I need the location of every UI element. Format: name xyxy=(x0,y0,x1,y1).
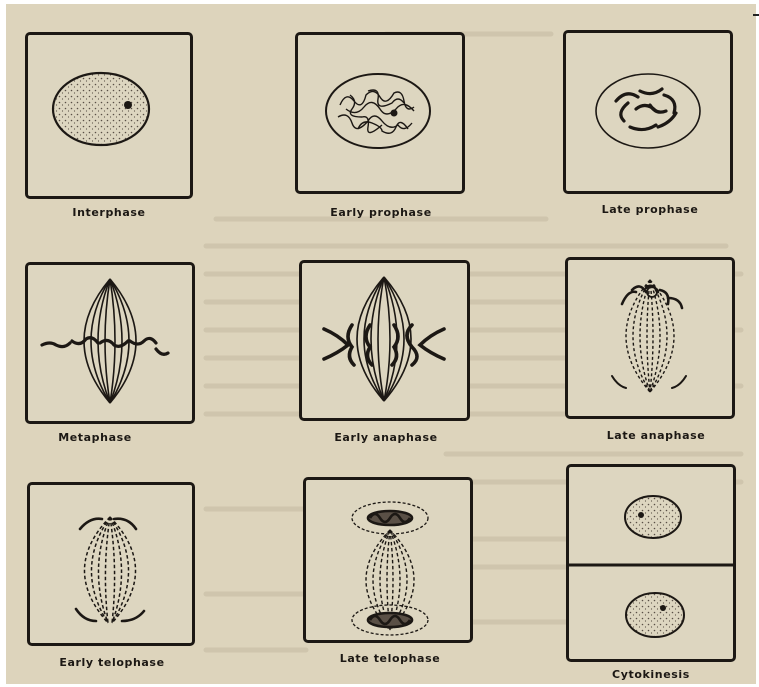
late-prophase-drawing xyxy=(566,33,730,191)
top-chromatin-mass xyxy=(368,511,412,525)
stage-metaphase-panel xyxy=(25,262,195,424)
stage-label-cytokinesis: Cytokinesis xyxy=(571,668,731,681)
late-anaphase-drawing xyxy=(568,260,732,416)
early-anaphase-drawing xyxy=(302,263,467,418)
separating-chromatids xyxy=(324,325,444,365)
edge-mark xyxy=(753,14,759,16)
stage-label-late-anaphase: Late anaphase xyxy=(576,429,736,442)
stage-late-telophase-panel xyxy=(303,477,473,643)
nucleolus xyxy=(124,101,132,109)
stage-label-early-anaphase: Early anaphase xyxy=(306,431,466,444)
spindle-fibers xyxy=(84,517,135,623)
late-telophase-drawing xyxy=(306,480,470,640)
cell-membrane xyxy=(53,73,149,145)
early-telophase-drawing xyxy=(30,485,192,643)
stage-label-early-telophase: Early telophase xyxy=(32,656,192,669)
stage-label-interphase: Interphase xyxy=(34,206,184,219)
metaphase-drawing xyxy=(28,265,192,421)
paper-scan: Interphase Early prophase xyxy=(6,4,756,684)
stage-cytokinesis-panel xyxy=(566,464,736,662)
top-daughter-cell xyxy=(625,496,681,538)
nucleolus xyxy=(391,110,398,117)
early-prophase-drawing xyxy=(298,35,462,191)
stage-early-anaphase-panel xyxy=(299,260,470,421)
chromosome-clusters xyxy=(76,519,144,621)
stage-early-telophase-panel xyxy=(27,482,195,646)
stage-label-early-prophase: Early prophase xyxy=(301,206,461,219)
stage-late-anaphase-panel xyxy=(565,257,735,419)
bottom-daughter-cell xyxy=(626,593,684,637)
stage-label-metaphase: Metaphase xyxy=(30,431,160,444)
cytokinesis-drawing xyxy=(569,467,733,659)
interphase-drawing xyxy=(28,35,190,196)
stage-late-prophase-panel xyxy=(563,30,733,194)
stage-interphase-panel xyxy=(25,32,193,199)
stage-label-late-telophase: Late telophase xyxy=(310,652,470,665)
stage-label-late-prophase: Late prophase xyxy=(570,203,730,216)
stage-early-prophase-panel xyxy=(295,32,465,194)
bottom-chromatin-mass xyxy=(368,613,412,627)
